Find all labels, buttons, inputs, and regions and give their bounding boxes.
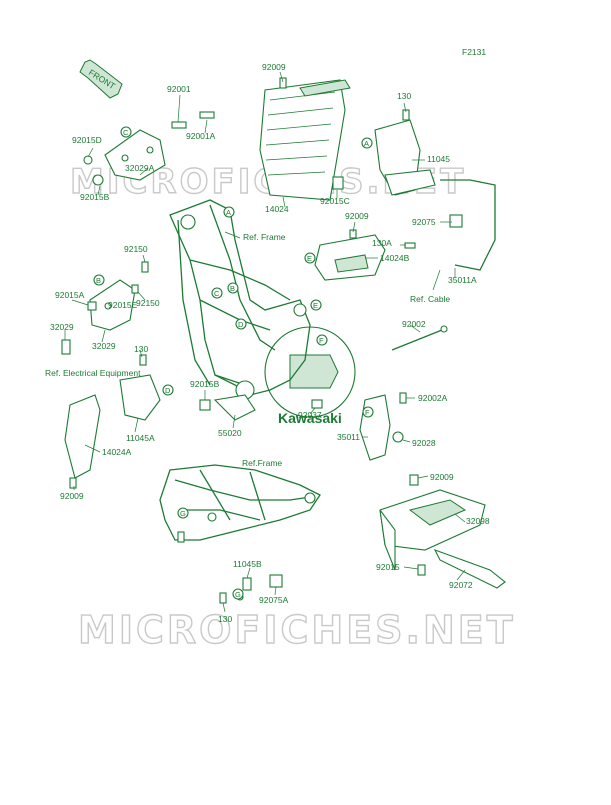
part-label-5: 92015D xyxy=(72,135,102,145)
part-label-4: 92001A xyxy=(186,131,216,141)
part-label-29: 55020 xyxy=(218,428,242,438)
part-label-20: 32029 xyxy=(50,322,74,332)
bracket-11045a xyxy=(119,374,161,421)
reference-circles: A A B B C C D D E E F F G G xyxy=(93,126,374,600)
part-label-41: 92075A xyxy=(259,595,289,605)
part-label-14: 35011A xyxy=(448,275,477,285)
part-label-21: 92015E xyxy=(108,300,138,310)
part-label-40: 11045B xyxy=(233,559,262,569)
part-label-34: 92028 xyxy=(412,438,436,448)
svg-text:G: G xyxy=(180,509,186,518)
part-label-15: Ref. Cable xyxy=(410,294,450,304)
battery-case-32098 xyxy=(379,489,486,571)
svg-text:B: B xyxy=(230,284,235,293)
diagram-code: F2131 xyxy=(462,47,486,57)
part-label-16: Ref. Frame xyxy=(243,232,286,242)
part-labels: 92009130110459200192001A92015D32029A9201… xyxy=(45,62,490,624)
part-label-22: 32029 xyxy=(92,341,116,351)
part-label-27: 92009 xyxy=(60,491,84,501)
part-label-37: 32098 xyxy=(466,516,490,526)
svg-text:C: C xyxy=(123,128,129,137)
part-label-2: 11045 xyxy=(427,154,450,164)
part-label-38: 92015 xyxy=(376,562,400,572)
front-arrow-icon: FRONT xyxy=(79,59,123,99)
part-label-31: 92002 xyxy=(402,319,426,329)
rear-subframe xyxy=(159,464,321,541)
part-label-9: 92015C xyxy=(320,196,350,206)
part-label-36: 92009 xyxy=(430,472,454,482)
bracket-plate-32029 xyxy=(89,279,136,331)
part-label-26: 14024A xyxy=(102,447,132,457)
svg-text:A: A xyxy=(226,208,231,217)
svg-text:B: B xyxy=(96,276,101,285)
bolt-92002 xyxy=(391,325,448,351)
part-label-25: 11045A xyxy=(126,433,155,443)
svg-text:D: D xyxy=(165,386,171,395)
bracket-plate-32029a xyxy=(104,129,166,181)
part-label-19: 92015A xyxy=(55,290,85,300)
svg-text:E: E xyxy=(307,254,312,263)
part-label-17: 92150 xyxy=(124,244,148,254)
leader-lines xyxy=(64,71,466,613)
bracket-35011 xyxy=(359,394,404,461)
radiator-shroud xyxy=(259,79,351,201)
part-label-11: 92009 xyxy=(345,211,369,221)
part-label-13: 14024B xyxy=(380,253,410,263)
part-label-28: 92015B xyxy=(190,379,220,389)
part-label-3: 92001 xyxy=(167,84,191,94)
part-label-42: 130 xyxy=(218,614,232,624)
part-label-24: 130 xyxy=(134,344,148,354)
guard-35011a xyxy=(440,179,496,271)
small-fasteners xyxy=(61,77,463,604)
part-label-33: 35011 xyxy=(337,432,360,442)
part-label-30: 92037 xyxy=(298,410,322,420)
part-label-6: 32029A xyxy=(125,163,155,173)
main-frame xyxy=(169,199,311,400)
part-label-1: 130 xyxy=(397,91,411,101)
svg-text:D: D xyxy=(238,320,244,329)
cover-14024a xyxy=(64,394,101,479)
svg-text:F: F xyxy=(319,336,324,345)
svg-text:F: F xyxy=(365,408,370,417)
part-label-0: 92009 xyxy=(262,62,286,72)
svg-text:C: C xyxy=(214,289,220,298)
svg-text:E: E xyxy=(313,301,318,310)
svg-text:G: G xyxy=(235,590,241,599)
bracket-11045 xyxy=(374,119,436,196)
side-cover-14024b xyxy=(314,234,386,281)
part-label-39: 92072 xyxy=(449,580,473,590)
watermark-bottom: MICROFICHES.NET xyxy=(78,608,516,652)
svg-text:A: A xyxy=(364,139,369,148)
part-label-23: Ref. Electrical Equipment xyxy=(45,368,141,378)
part-label-35: Ref.Frame xyxy=(242,458,282,468)
kawasaki-logo-text: Kawasaki xyxy=(278,410,342,426)
part-label-8: 14024 xyxy=(265,204,289,214)
part-label-7: 92015B xyxy=(80,192,110,202)
part-label-12: 130A xyxy=(372,238,392,248)
part-label-10: 92075 xyxy=(412,217,436,227)
part-label-32: 92002A xyxy=(418,393,448,403)
battery-strap-92072 xyxy=(433,549,506,589)
part-label-18: 92150 xyxy=(136,298,160,308)
